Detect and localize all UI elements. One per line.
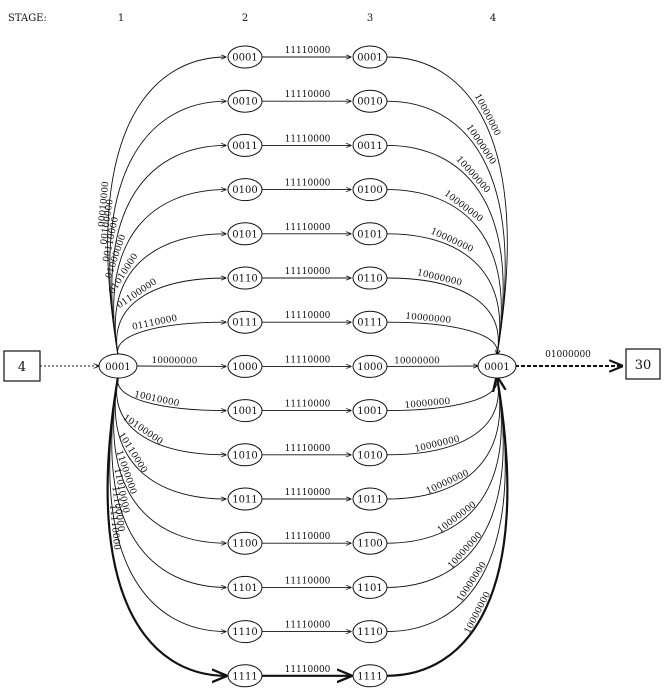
node-label-stage2-1011: 1011 [232, 495, 257, 506]
edge-0101-to-stage4 [387, 234, 500, 355]
edge-label-stage3-1001: 10000000 [404, 397, 451, 411]
output-edge-label: 01000000 [545, 350, 591, 360]
edge-label-stage3-0100: 10000000 [442, 189, 485, 225]
edge-stage1-to-0001 [108, 57, 226, 355]
node-label-stage2-1000: 1000 [232, 362, 257, 373]
edge-label-stage3-1100: 10000000 [436, 500, 479, 536]
node-label-stage3-0011: 0011 [357, 141, 382, 152]
output-box-label: 30 [635, 358, 652, 373]
edge-label-mid-0101: 11110000 [285, 223, 331, 233]
edge-label-mid-0010: 11110000 [285, 90, 331, 100]
node-label-stage2-1001: 1001 [232, 406, 257, 417]
edge-label-mid-0011: 11110000 [285, 134, 331, 144]
edge-label-stage3-0110: 10000000 [416, 268, 463, 288]
stage-number-4: 4 [490, 13, 496, 24]
edge-label-mid-1100: 11110000 [285, 532, 331, 542]
edge-label-stage3-1011: 10000000 [425, 468, 471, 496]
node-label-stage2-0110: 0110 [232, 274, 257, 285]
edge-label-mid-1110: 11110000 [285, 621, 331, 631]
edge-label-stage1-1001: 10010000 [133, 390, 180, 409]
node-label-stage2-0111: 0111 [232, 318, 257, 329]
node-label-stage3-1011: 1011 [357, 495, 382, 506]
node-label-stage3-0010: 0010 [357, 97, 382, 108]
edge-label-mid-0001: 11110000 [285, 46, 331, 56]
edge-label-mid-1101: 11110000 [285, 576, 331, 586]
node-label-stage2-1100: 1100 [232, 539, 257, 550]
edge-label-stage3-0101: 10000000 [429, 227, 475, 255]
node-label-stage3-0001: 0001 [357, 53, 382, 64]
edge-label-stage3-1000: 10000000 [394, 356, 440, 366]
edge-label-stage3-1010: 10000000 [414, 434, 461, 454]
edge-label-stage3-0111: 10000000 [405, 312, 452, 326]
edge-label-stage1-0111: 01110000 [131, 314, 178, 333]
node-label-stage3-1111: 1111 [357, 671, 382, 682]
input-box-label: 4 [18, 360, 26, 375]
edge-label-stage1-1000: 10000000 [151, 356, 197, 366]
edges-layer: 0001000011110000100000000010000011110000… [97, 46, 507, 676]
node-label-stage2-0100: 0100 [232, 185, 257, 196]
node-label-stage3-0101: 0101 [357, 229, 382, 240]
node-label-stage2-1110: 1110 [232, 627, 257, 638]
edge-0001-to-stage4 [387, 57, 507, 355]
stage-header-label: STAGE: [8, 13, 47, 24]
node-label-stage3-1000: 1000 [357, 362, 382, 373]
node-label-stage2-0001: 0001 [232, 53, 257, 64]
edge-label-mid-1011: 11110000 [285, 488, 331, 498]
stage-number-3: 3 [367, 13, 373, 24]
node-label-stage3-1100: 1100 [357, 539, 382, 550]
edge-label-mid-1010: 11110000 [285, 444, 331, 454]
stage-number-2: 2 [242, 13, 248, 24]
stage-number-1: 1 [118, 13, 124, 24]
edge-label-mid-0100: 11110000 [285, 179, 331, 189]
edge-label-mid-0110: 11110000 [285, 267, 331, 277]
node-label-stage2-1101: 1101 [232, 583, 257, 594]
node-label-stage2-0101: 0101 [232, 229, 257, 240]
edge-label-mid-1001: 11110000 [285, 400, 331, 410]
node-label-stage3-0100: 0100 [357, 185, 382, 196]
node-label-stage3-1101: 1101 [357, 583, 382, 594]
edge-0111-to-stage4 [387, 322, 497, 355]
node-label-stage2-1010: 1010 [232, 450, 257, 461]
edge-label-mid-0111: 11110000 [285, 311, 331, 321]
node-label-stage3-0111: 0111 [357, 318, 382, 329]
node-label-stage3-0110: 0110 [357, 274, 382, 285]
start-node-label: 0001 [105, 362, 130, 373]
end-node-label: 0001 [484, 362, 509, 373]
edge-label-mid-1111: 11110000 [285, 665, 331, 675]
node-label-stage2-1111: 1111 [232, 671, 257, 682]
node-label-stage3-1010: 1010 [357, 450, 382, 461]
edge-label-mid-1000: 11110000 [285, 355, 331, 365]
node-label-stage3-1001: 1001 [357, 406, 382, 417]
node-label-stage3-1110: 1110 [357, 627, 382, 638]
node-label-stage2-0010: 0010 [232, 97, 257, 108]
node-label-stage2-0011: 0011 [232, 141, 257, 152]
